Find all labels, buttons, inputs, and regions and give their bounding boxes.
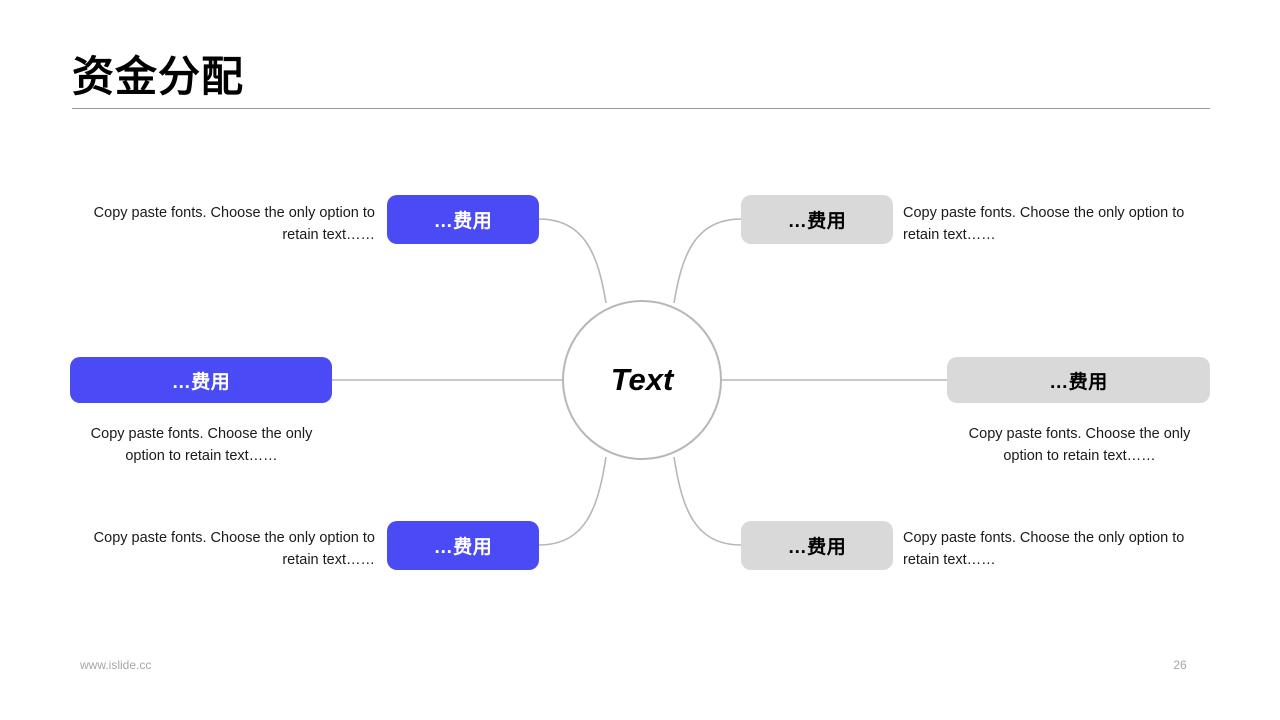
branch-description-bottom-left: Copy paste fonts. Choose the only option… (93, 530, 375, 569)
branch-label-bottom-right: …费用 (787, 537, 847, 558)
branch-label-middle-left: …费用 (171, 371, 231, 393)
page-title: 资金分配 (72, 53, 245, 100)
branch-label-top-left: …费用 (433, 211, 493, 232)
branch-description-top-left: Copy paste fonts. Choose the only option… (93, 205, 375, 244)
branch-description-top-right: Copy paste fonts. Choose the only option… (903, 205, 1185, 244)
connector-bottom-right (673, 456, 742, 546)
branch-label-bottom-left: …费用 (433, 537, 493, 558)
branch-description-bottom-right: Copy paste fonts. Choose the only option… (903, 530, 1185, 569)
branch-pill-middle-left[interactable]: …费用 (70, 357, 332, 403)
footer-url: www.islide.cc (80, 658, 152, 672)
title-divider (72, 108, 1210, 109)
page-number: 26 (1173, 658, 1187, 672)
center-node-label: Text (610, 362, 674, 397)
branch-pill-bottom-left[interactable]: …费用 (387, 521, 539, 570)
branch-description-middle-right: Copy paste fonts. Choose the only option… (968, 426, 1191, 465)
connector-top-right (673, 218, 742, 304)
branch-description-middle-left: Copy paste fonts. Choose the only option… (90, 426, 313, 465)
branch-label-middle-right: …费用 (1049, 371, 1108, 393)
branch-pill-top-left[interactable]: …费用 (387, 195, 539, 244)
branch-pill-middle-right[interactable]: …费用 (947, 357, 1210, 403)
branch-pill-top-right[interactable]: …费用 (741, 195, 893, 244)
center-node[interactable]: Text (562, 300, 722, 460)
connector-top-left (538, 218, 607, 304)
connector-bottom-left (538, 456, 607, 546)
branch-pill-bottom-right[interactable]: …费用 (741, 521, 893, 570)
branch-label-top-right: …费用 (787, 211, 847, 232)
